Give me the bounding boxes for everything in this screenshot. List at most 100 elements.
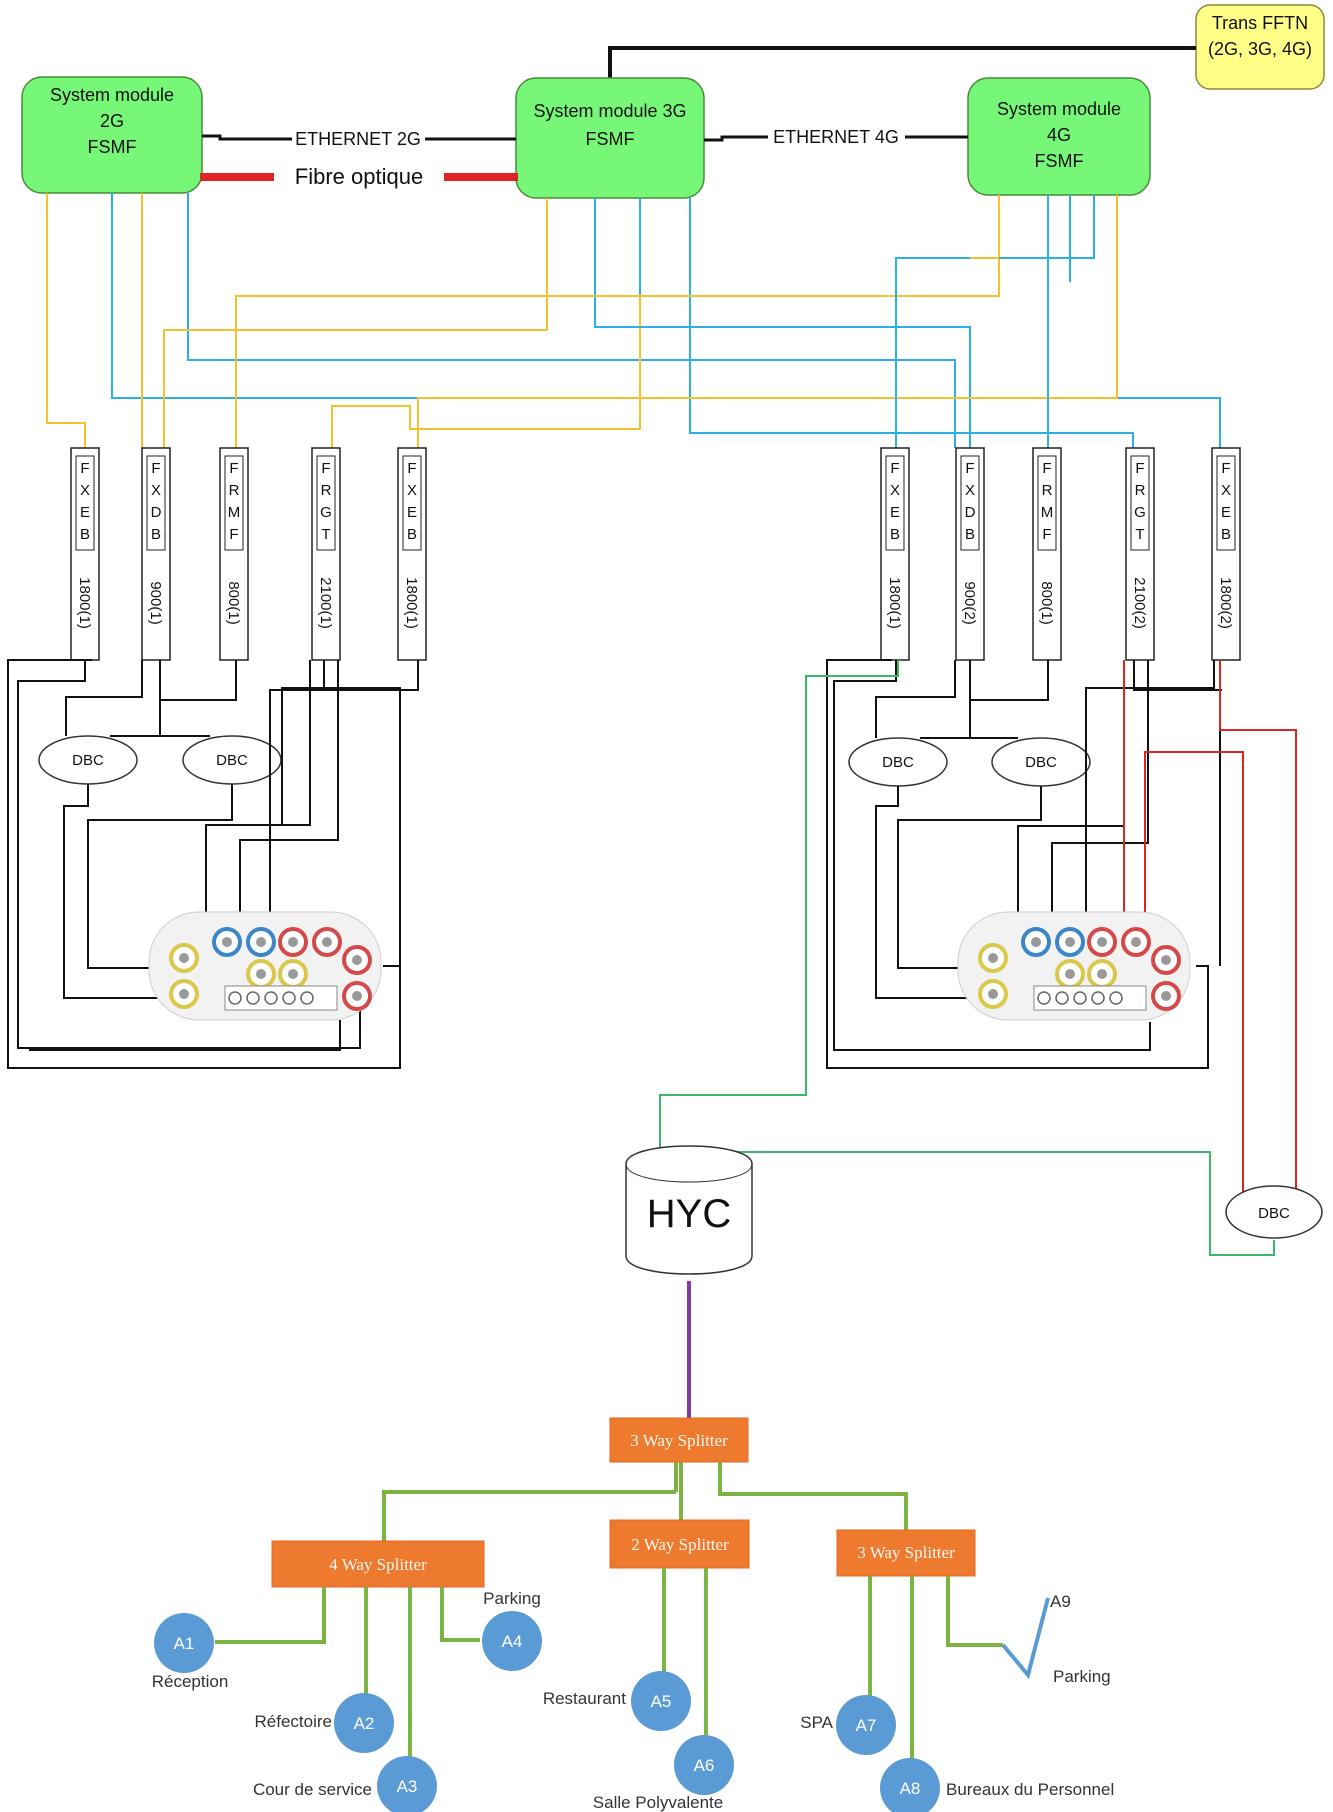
- antenna-a4-room: Parking: [483, 1589, 541, 1608]
- right-rf-modules: FXEB1800(1)FXDB900(2)FRMF800(1)FRGT2100(…: [880, 447, 1241, 661]
- system-module-3g-line1: System module 3G: [533, 101, 686, 121]
- left-rf-module-4-type-letter: R: [321, 482, 332, 499]
- left-dbc-2-label: DBC: [216, 752, 248, 769]
- antenna-a9-id: A9: [1050, 1592, 1071, 1611]
- right-rf-module-3-type-letter: F: [1042, 526, 1051, 543]
- left-splitter-label: 4 Way Splitter: [329, 1555, 427, 1574]
- ethernet-4g-label: ETHERNET 4G: [773, 127, 899, 147]
- ethernet-2g-link: [202, 134, 292, 141]
- antenna-a1-room: Réception: [152, 1672, 229, 1691]
- right-rf-module-3-type-letter: M: [1041, 504, 1054, 521]
- left-rf-module-3-type-letter: R: [229, 482, 240, 499]
- antenna-a5: A5 Restaurant: [543, 1671, 691, 1731]
- left-rf-module-3-band: 800(1): [225, 581, 242, 624]
- left-rf-module-3-type-letter: F: [229, 526, 238, 543]
- ethernet-4g-link: [704, 135, 768, 142]
- left-4-way-splitter: 4 Way Splitter: [271, 1540, 485, 1588]
- right-dbc-2-label: DBC: [1025, 754, 1057, 771]
- middle-2-way-splitter: 2 Way Splitter: [609, 1519, 750, 1569]
- antenna-a4: A4 Parking: [482, 1589, 542, 1671]
- hyc-label: HYC: [647, 1192, 731, 1236]
- right-rf-module-2-band: 900(2): [961, 581, 978, 624]
- right-rf-module-1-type-letter: F: [890, 460, 899, 477]
- right-splitter-label: 3 Way Splitter: [857, 1543, 955, 1562]
- right-antenna-panel: [957, 911, 1191, 1021]
- trans-fttn-box: Trans FFTN (2G, 3G, 4G): [1195, 4, 1325, 90]
- left-rf-module-4-type-letter: T: [321, 526, 330, 543]
- right-rf-module-5-type-letter: B: [1221, 526, 1231, 543]
- left-rf-module-5-band: 1800(1): [403, 577, 420, 629]
- middle-splitter-label: 2 Way Splitter: [631, 1535, 729, 1554]
- left-rf-module-1-band: 1800(1): [76, 577, 93, 629]
- right-rf-module-5-type-letter: E: [1221, 504, 1231, 521]
- antenna-a2: A2 Réfectoire: [255, 1693, 394, 1753]
- system-module-4g: System module 4G FSMF: [967, 77, 1151, 196]
- fibre-optic-label: Fibre optique: [295, 164, 423, 189]
- right-rf-module-4-type-letter: R: [1135, 482, 1146, 499]
- right-rf-module-2-type-letter: D: [965, 504, 976, 521]
- antenna-a7-id: A7: [856, 1716, 877, 1735]
- right-rf-module-1-type-letter: B: [890, 526, 900, 543]
- left-rf-module-5-type-letter: F: [407, 460, 416, 477]
- right-rf-module-1-type-letter: E: [890, 504, 900, 521]
- antenna-a1-id: A1: [174, 1634, 195, 1653]
- antenna-a8-room: Bureaux du Personnel: [946, 1780, 1114, 1799]
- antenna-a5-room: Restaurant: [543, 1689, 626, 1708]
- right-rf-module-4-type-letter: G: [1134, 504, 1146, 521]
- right-rf-module-5-band: 1800(2): [1217, 577, 1234, 629]
- right-rf-module-3-type-letter: F: [1042, 460, 1051, 477]
- far-right-dbc: DBC: [1225, 1185, 1323, 1239]
- left-dbc-1-label: DBC: [72, 752, 104, 769]
- right-rf-module-2-type-letter: X: [965, 482, 975, 499]
- right-dbc-1-label: DBC: [882, 754, 914, 771]
- left-rf-module-1-type-letter: X: [80, 482, 90, 499]
- antenna-a8-id: A8: [900, 1779, 921, 1798]
- left-rf-module-1-type-letter: F: [80, 460, 89, 477]
- left-antenna-panel: [148, 911, 382, 1021]
- antenna-a4-id: A4: [502, 1632, 523, 1651]
- right-rf-module-1-band: 1800(1): [886, 577, 903, 629]
- right-rf-module-5-type-letter: X: [1221, 482, 1231, 499]
- antenna-a3-id: A3: [397, 1777, 418, 1796]
- antenna-a9-room: Parking: [1053, 1667, 1111, 1686]
- system-module-3g-line2: FSMF: [586, 129, 635, 149]
- fttn-link: [608, 46, 1196, 78]
- system-module-2g: System module 2G FSMF: [21, 76, 203, 194]
- antenna-a6-room: Salle Polyvalente: [593, 1793, 723, 1812]
- left-rf-module-4-type-letter: F: [321, 460, 330, 477]
- far-right-dbc-label: DBC: [1258, 1205, 1290, 1222]
- left-rf-module-2-type-letter: D: [151, 504, 162, 521]
- trans-fttn-line1: Trans FFTN: [1212, 13, 1308, 33]
- system-module-4g-line2: 4G: [1047, 125, 1071, 145]
- right-rf-module-4-type-letter: F: [1135, 460, 1144, 477]
- antenna-a2-room: Réfectoire: [255, 1712, 332, 1731]
- left-rf-module-2-type-letter: B: [151, 526, 161, 543]
- system-module-3g: System module 3G FSMF: [515, 77, 705, 199]
- left-rf-module-2-band: 900(1): [147, 581, 164, 624]
- left-rf-module-5-type-letter: E: [407, 504, 417, 521]
- left-rf-module-1-type-letter: B: [80, 526, 90, 543]
- antenna-a9: A9 Parking: [1050, 1592, 1111, 1686]
- hyc-combiner: HYC: [625, 1145, 753, 1275]
- antenna-a3-room: Cour de service: [253, 1780, 372, 1799]
- left-rf-module-1-type-letter: E: [80, 504, 90, 521]
- left-rf-module-5-type-letter: X: [407, 482, 417, 499]
- antenna-a6: A6 Salle Polyvalente: [593, 1735, 734, 1812]
- system-module-2g-line3: FSMF: [88, 137, 137, 157]
- right-rf-module-3-type-letter: R: [1042, 482, 1053, 499]
- system-module-4g-line1: System module: [997, 99, 1121, 119]
- right-rf-module-5-type-letter: F: [1221, 460, 1230, 477]
- right-rf-module-1-type-letter: X: [890, 482, 900, 499]
- left-dbc-2: DBC: [182, 735, 282, 785]
- antenna-a7-room: SPA: [800, 1713, 833, 1732]
- left-rf-module-4-type-letter: G: [320, 504, 332, 521]
